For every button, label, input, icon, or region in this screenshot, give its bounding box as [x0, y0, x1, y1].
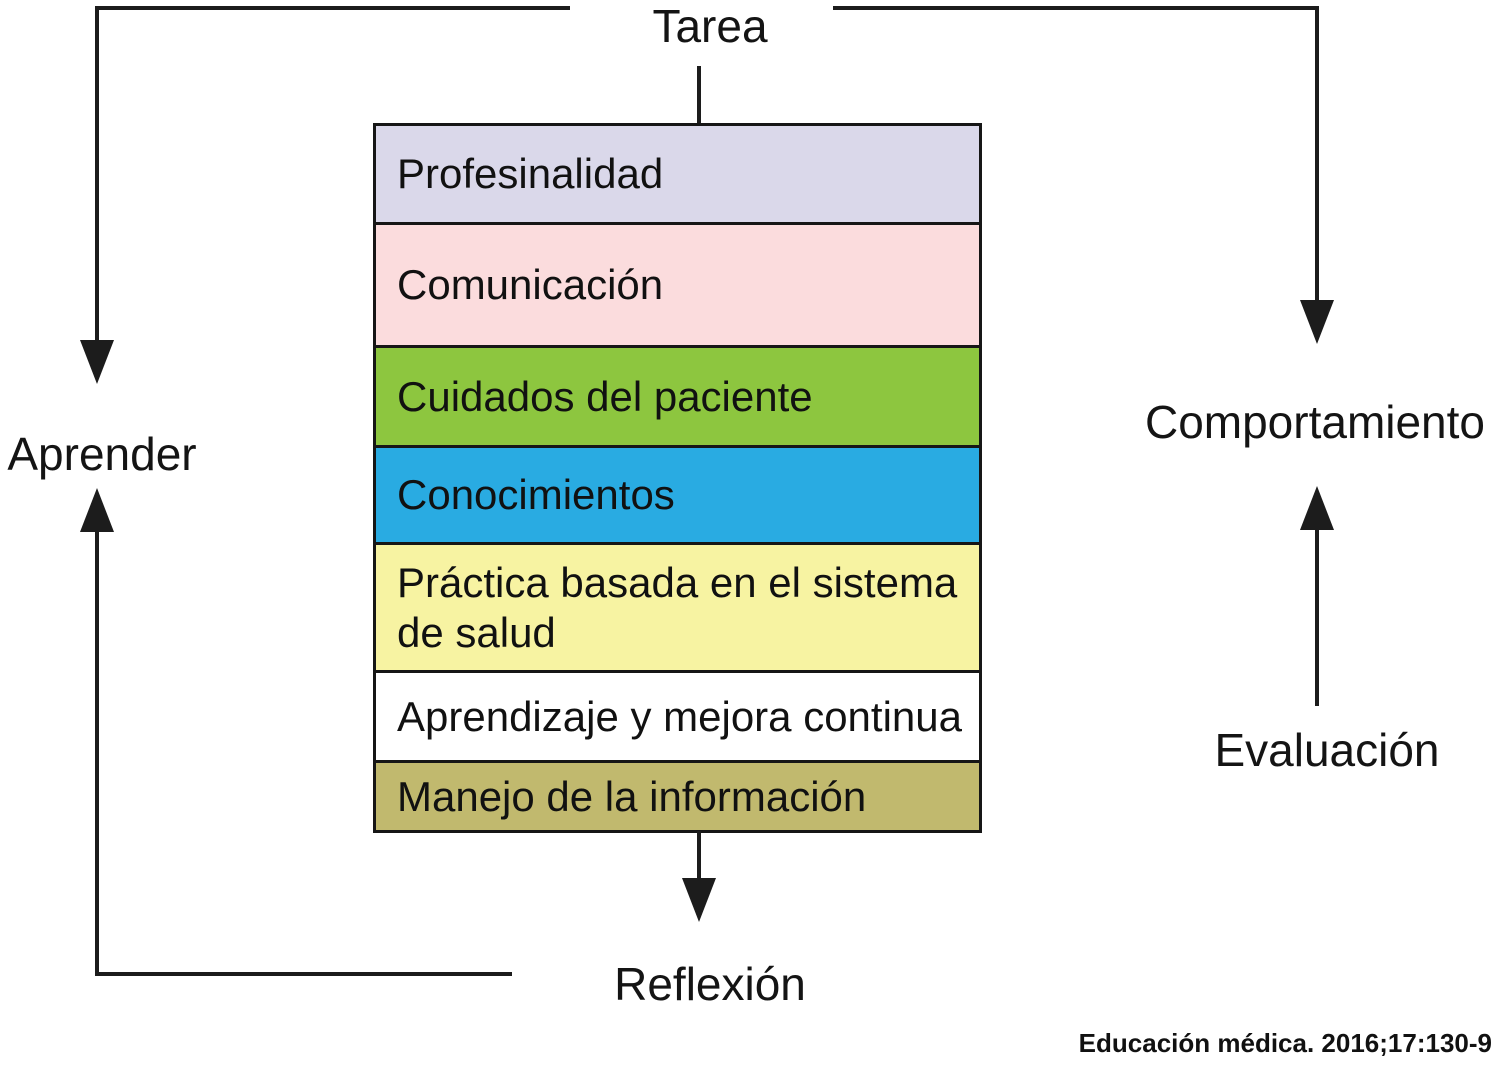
competency-stack: Profesinalidad Comunicación Cuidados del…: [373, 123, 982, 833]
box-row-label: Manejo de la información: [397, 772, 867, 820]
arrowhead-down-icon: [1300, 300, 1334, 344]
citation-text: Educación médica. 2016;17:130-9: [1078, 1028, 1492, 1058]
box-row-label: Aprendizaje y mejora continua: [397, 692, 962, 740]
box-row-patient-care: Cuidados del paciente: [376, 348, 979, 448]
box-row-information-management: Manejo de la información: [376, 763, 979, 830]
node-reflexion: Reflexión: [614, 958, 806, 1010]
connector-tarea-to-box: [697, 66, 701, 125]
arrowhead-up-icon: [80, 488, 114, 532]
arrowhead-down-icon: [682, 878, 716, 922]
connector-tarea-to-aprender-horizontal: [95, 6, 570, 10]
node-aprender: Aprender: [7, 428, 197, 480]
connector-tarea-to-comportamiento-vertical: [1315, 6, 1319, 302]
arrowhead-up-icon: [1300, 486, 1334, 530]
box-row-label: Comunicación: [397, 261, 664, 309]
connector-tarea-to-comportamiento-horizontal: [833, 6, 1319, 10]
node-evaluacion: Evaluación: [1214, 724, 1440, 776]
node-tarea: Tarea: [652, 0, 768, 52]
box-row-label: Práctica basada en el sistema de salud: [397, 558, 958, 656]
connector-box-to-reflexion: [697, 831, 701, 880]
box-row-communication: Comunicación: [376, 225, 979, 348]
box-row-label: Conocimientos: [397, 471, 675, 519]
connector-tarea-to-aprender-vertical: [95, 6, 99, 342]
box-row-knowledge: Conocimientos: [376, 448, 979, 545]
box-row-continuous-learning: Aprendizaje y mejora continua: [376, 673, 979, 763]
arrowhead-down-icon: [80, 340, 114, 384]
connector-reflexion-to-aprender-horizontal: [95, 972, 512, 976]
box-row-professionalism: Profesinalidad: [376, 126, 979, 225]
connector-reflexion-to-aprender-vertical: [95, 532, 99, 976]
connector-evaluacion-to-comportamiento: [1315, 530, 1319, 706]
box-row-label: Cuidados del paciente: [397, 372, 813, 420]
box-row-health-system-practice: Práctica basada en el sistema de salud: [376, 545, 979, 673]
box-row-label: Profesinalidad: [397, 150, 664, 198]
node-comportamiento: Comportamiento: [1144, 396, 1486, 448]
